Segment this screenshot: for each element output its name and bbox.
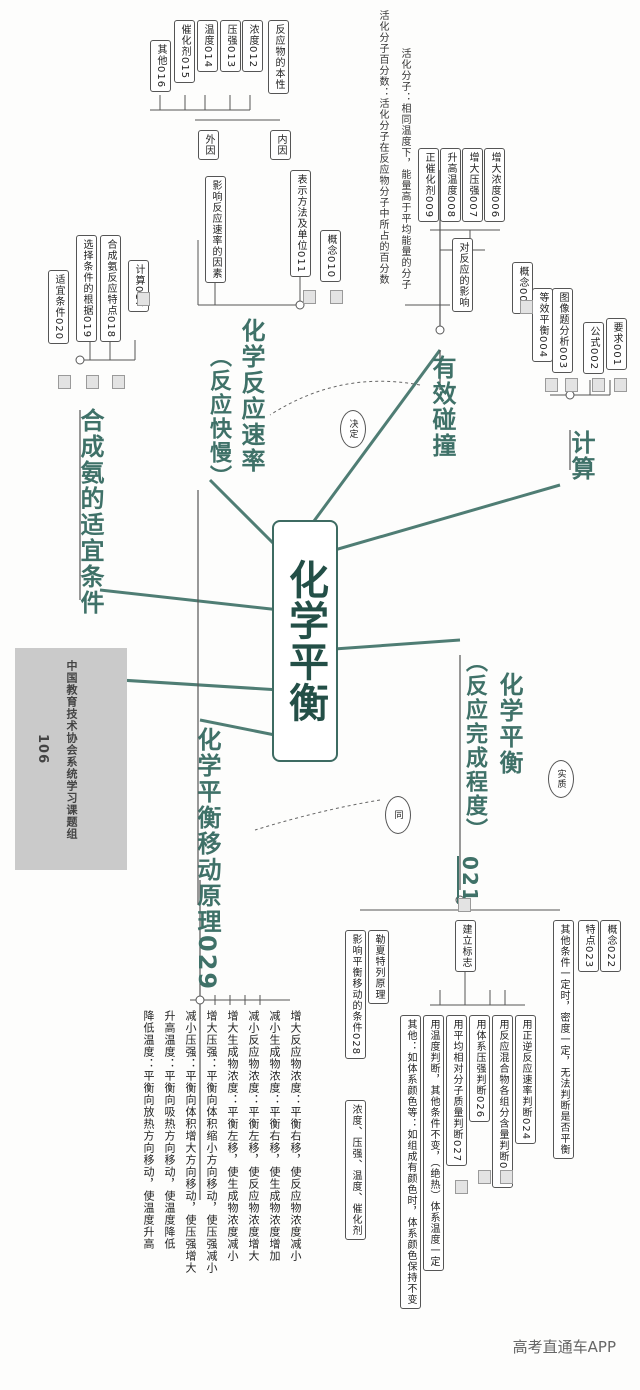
node-rate-nature[interactable]: 反应物的本性 (268, 20, 289, 94)
shift-rule: 降低温度：平衡向放热方向移动，使温度升高 (142, 1010, 155, 1250)
branch-shift[interactable]: 化学平衡移动原理029 (193, 727, 221, 992)
note-icon (614, 378, 627, 392)
callout-same: 同 (385, 796, 411, 834)
node-synth-features[interactable]: 合成氨反应特点018 (100, 235, 121, 343)
node-eq-shift-factors[interactable]: 浓度、压强、温度、催化剂 (345, 1100, 366, 1240)
node-dot (195, 995, 205, 1005)
branch-rate-sub: （反应快慢） (206, 345, 231, 489)
note-icon (520, 300, 533, 314)
note-icon (303, 290, 316, 304)
node-eq-shift-conditions[interactable]: 影响平衡移动的条件028 (345, 930, 366, 1060)
node-eq-temperature-judge[interactable]: 用温度判断，其他条件不变，（绝热）体系温度一定 (423, 1015, 444, 1271)
node-eq-molecular-judge[interactable]: 用平均相对分子质量判断027 (446, 1015, 467, 1167)
note-icon (137, 292, 150, 306)
note-icon (478, 1170, 491, 1184)
branch-equilibrium-code: 021 (458, 856, 482, 904)
note-icon (455, 1180, 468, 1194)
branch-equilibrium[interactable]: 化学平衡 (495, 672, 523, 776)
note-icon (86, 375, 99, 389)
node-rate-catalyst[interactable]: 催化剂015 (174, 20, 195, 84)
eq-lines (359, 909, 560, 1000)
shift-lines (190, 995, 290, 1005)
note-icon (500, 1170, 513, 1184)
shift-rule: 升高温度：平衡向吸热方向移动，使温度降低 (163, 1010, 176, 1250)
node-eq-establish[interactable]: 建立标志 (455, 920, 476, 972)
node-rate-other[interactable]: 其他016 (150, 40, 171, 93)
shift-rule: 减小生成物浓度：平衡右移，使生成物浓度增加 (268, 1010, 281, 1262)
trunk-collision (298, 349, 442, 541)
callout-decide: 决定 (340, 410, 366, 448)
trunk-application (119, 678, 281, 692)
node-dot (435, 325, 445, 335)
synth-lines (80, 340, 136, 361)
page-stamp: 中国教育技术协会系统学习课题组 106 (15, 648, 127, 870)
note-icon (592, 378, 605, 392)
rate-external-lines (150, 95, 251, 111)
shift-rule: 减小反应物浓度：平衡左移，使反应物浓度增大 (247, 1010, 260, 1262)
branch-equilibrium-sub: （反应完成程度） (462, 650, 487, 842)
node-rate-concentration[interactable]: 浓度012 (242, 20, 263, 73)
branch-effective-collision[interactable]: 有效碰撞 (428, 355, 456, 459)
note-icon (565, 378, 578, 392)
node-rate-concept[interactable]: 概念010 (320, 230, 341, 283)
node-collision-pressure[interactable]: 增大压强007 (462, 148, 483, 223)
trunk-equilibrium (319, 638, 461, 652)
node-eq-content-judge[interactable]: 用反应混合物各组分含量判断025 (492, 1015, 513, 1189)
trunk-synthesis (99, 588, 281, 612)
note-icon (545, 378, 558, 392)
note-icon (458, 898, 471, 912)
node-eq-rate-judge[interactable]: 用正逆反应速率判断024 (515, 1015, 536, 1145)
node-synth-basis[interactable]: 选择条件的根据019 (76, 235, 97, 343)
node-dot (75, 355, 85, 365)
node-eq-concept[interactable]: 概念022 (600, 920, 621, 973)
node-collision-concentration[interactable]: 增大浓度006 (484, 148, 505, 223)
decide-arrow (269, 380, 421, 416)
eq-establish-lines (430, 990, 525, 1006)
node-synth-conditions[interactable]: 适宜条件020 (48, 270, 69, 345)
node-dot (295, 300, 305, 310)
shift-rule: 减小压强：平衡向体积增大方向移动，使压强增大 (184, 1010, 197, 1274)
node-dot (565, 390, 575, 400)
branch-rate[interactable]: 化学反应速率 (237, 318, 265, 474)
node-eq-other-judge[interactable]: 其他：如体系颜色等：如组成有颜色时，体系颜色保持不变 (400, 1015, 421, 1309)
note-icon (112, 375, 125, 389)
node-rate-internal[interactable]: 内因 (270, 130, 291, 160)
node-rate-factors[interactable]: 影响反应速率的因素 (205, 176, 226, 283)
node-collision-temperature[interactable]: 升高温度008 (440, 148, 461, 223)
shift-rule: 增大反应物浓度：平衡右移，使反应物浓度减小 (289, 1010, 302, 1262)
node-calc-requirement[interactable]: 要求001 (606, 318, 627, 371)
node-eq-pressure-judge[interactable]: 用体系压强判断026 (469, 1015, 490, 1123)
node-rate-expression[interactable]: 表示方法及单位011 (290, 170, 311, 278)
node-calc-graph[interactable]: 图像题分析003 (552, 288, 573, 374)
node-activated-percent: 活化分子百分数：活化分子在反应物分子中所占的百分数 (377, 10, 388, 285)
node-eq-features[interactable]: 特点023 (578, 920, 599, 973)
callout-essence: 实质 (548, 760, 574, 798)
branch-synthesis[interactable]: 合成氨的适宜条件 (76, 408, 104, 616)
node-rate-external[interactable]: 外因 (198, 130, 219, 160)
stamp-page: 106 (35, 734, 50, 765)
root-node[interactable]: 化学平衡 (272, 520, 338, 762)
node-eq-le-chatelier[interactable]: 勒夏特列原理 (368, 930, 389, 1004)
same-arrow (254, 799, 381, 831)
trunk-calc (299, 483, 561, 562)
note-icon (58, 375, 71, 389)
node-rate-temperature[interactable]: 温度014 (197, 20, 218, 73)
node-rate-pressure[interactable]: 压强013 (220, 20, 241, 73)
branch-calculation[interactable]: 计算 (567, 430, 595, 482)
node-collision-effect[interactable]: 对反应的影响 (452, 238, 473, 312)
node-calc-equivalent[interactable]: 等效平衡004 (532, 288, 553, 363)
shift-rule: 增大生成物浓度：平衡左移，使生成物浓度减小 (226, 1010, 239, 1262)
node-eq-other-conditions[interactable]: 其他条件一定时，密度一定，无法判断是否平衡 (553, 920, 574, 1159)
stamp-org: 中国教育技术协会系统学习课题组 (65, 660, 78, 840)
shift-rule: 增大压强：平衡向体积缩小方向移动，使压强减小 (205, 1010, 218, 1274)
node-calc-formula[interactable]: 公式002 (583, 322, 604, 375)
watermark: 高考直通车APP (512, 1338, 616, 1356)
node-collision-catalyst[interactable]: 正催化剂009 (418, 148, 439, 223)
node-activated-molecule: 活化分子：相同温度下，能量高于平均能量的分子 (399, 48, 410, 290)
note-icon (330, 290, 343, 304)
